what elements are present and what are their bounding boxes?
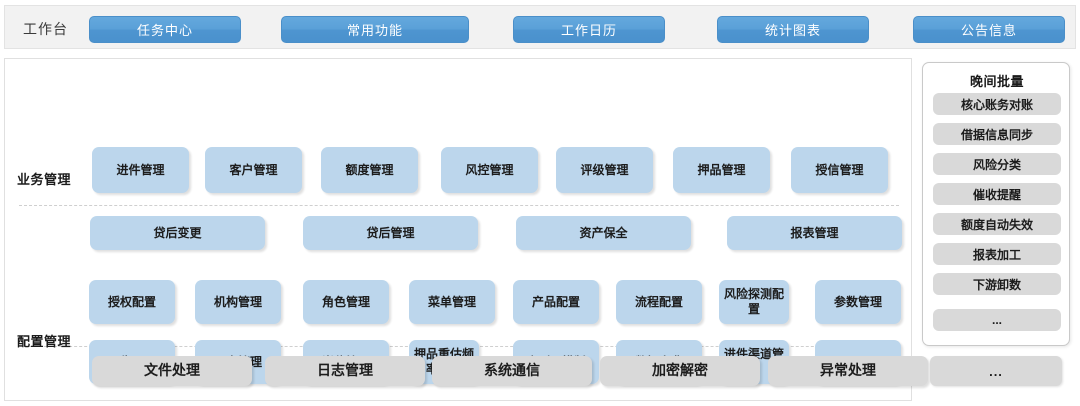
- tile-credit-management[interactable]: 授信管理: [791, 147, 888, 193]
- nav-button-task-center[interactable]: 任务中心: [89, 16, 241, 43]
- sidebar-footer-more[interactable]: ...: [930, 356, 1062, 386]
- tile-system-communication[interactable]: 系统通信: [432, 356, 592, 386]
- modules-panel: 业务管理 配置管理 基础服务 进件管理 客户管理 额度管理 风控管理 评级管理 …: [4, 58, 912, 401]
- sidebar-item-loan-info-sync[interactable]: 借据信息同步: [933, 123, 1061, 145]
- tile-limit-management[interactable]: 额度管理: [321, 147, 418, 193]
- tile-exception-handling[interactable]: 异常处理: [768, 356, 928, 386]
- tile-collateral-management[interactable]: 押品管理: [673, 147, 770, 193]
- tile-log-management[interactable]: 日志管理: [265, 356, 425, 386]
- tile-rating-management[interactable]: 评级管理: [556, 147, 653, 193]
- tile-file-processing[interactable]: 文件处理: [92, 356, 252, 386]
- tile-risk-detection-config[interactable]: 风险探测配置: [719, 280, 789, 324]
- night-batch-title: 晚间批量: [969, 74, 1024, 89]
- sidebar-item-limit-auto-expiry[interactable]: 额度自动失效: [933, 213, 1061, 235]
- tile-post-loan-change[interactable]: 贷后变更: [90, 216, 265, 250]
- tile-asset-preservation[interactable]: 资产保全: [516, 216, 691, 250]
- tile-intake-management[interactable]: 进件管理: [92, 147, 189, 193]
- tile-product-config[interactable]: 产品配置: [513, 280, 599, 324]
- section-label-config-management: 配置管理: [17, 334, 72, 349]
- tile-customer-management[interactable]: 客户管理: [205, 147, 302, 193]
- sidebar-item-more[interactable]: ...: [933, 309, 1061, 331]
- night-batch-panel: 晚间批量 核心账务对账 借据信息同步 风险分类 催收提醒 额度自动失效 报表加工…: [922, 62, 1070, 346]
- tile-role-management[interactable]: 角色管理: [303, 280, 389, 324]
- section-label-business-management: 业务管理: [17, 172, 72, 187]
- nav-button-work-calendar[interactable]: 工作日历: [513, 16, 665, 43]
- page-title: 工作台: [23, 21, 68, 37]
- tile-authorization-config[interactable]: 授权配置: [89, 280, 175, 324]
- sidebar-item-downstream-unloading[interactable]: 下游卸数: [933, 273, 1061, 295]
- sidebar-item-risk-classification[interactable]: 风险分类: [933, 153, 1061, 175]
- tile-process-config[interactable]: 流程配置: [616, 280, 702, 324]
- tile-parameter-management[interactable]: 参数管理: [815, 280, 901, 324]
- tile-menu-management[interactable]: 菜单管理: [409, 280, 495, 324]
- tile-encryption-decryption[interactable]: 加密解密: [600, 356, 760, 386]
- nav-button-common-functions[interactable]: 常用功能: [281, 16, 469, 43]
- tile-post-loan-management[interactable]: 贷后管理: [303, 216, 478, 250]
- sidebar-item-report-processing[interactable]: 报表加工: [933, 243, 1061, 265]
- nav-button-announcements[interactable]: 公告信息: [913, 16, 1065, 43]
- tile-risk-control-management[interactable]: 风控管理: [441, 147, 538, 193]
- top-navigation-bar: 工作台 任务中心 常用功能 工作日历 统计图表 公告信息: [4, 5, 1076, 49]
- sidebar-item-collection-reminder[interactable]: 催收提醒: [933, 183, 1061, 205]
- tile-report-management[interactable]: 报表管理: [727, 216, 902, 250]
- sidebar-item-core-account-reconciliation[interactable]: 核心账务对账: [933, 93, 1061, 115]
- nav-button-statistics-chart[interactable]: 统计图表: [717, 16, 869, 43]
- tile-organization-management[interactable]: 机构管理: [195, 280, 281, 324]
- section-divider-business-config: [19, 205, 899, 206]
